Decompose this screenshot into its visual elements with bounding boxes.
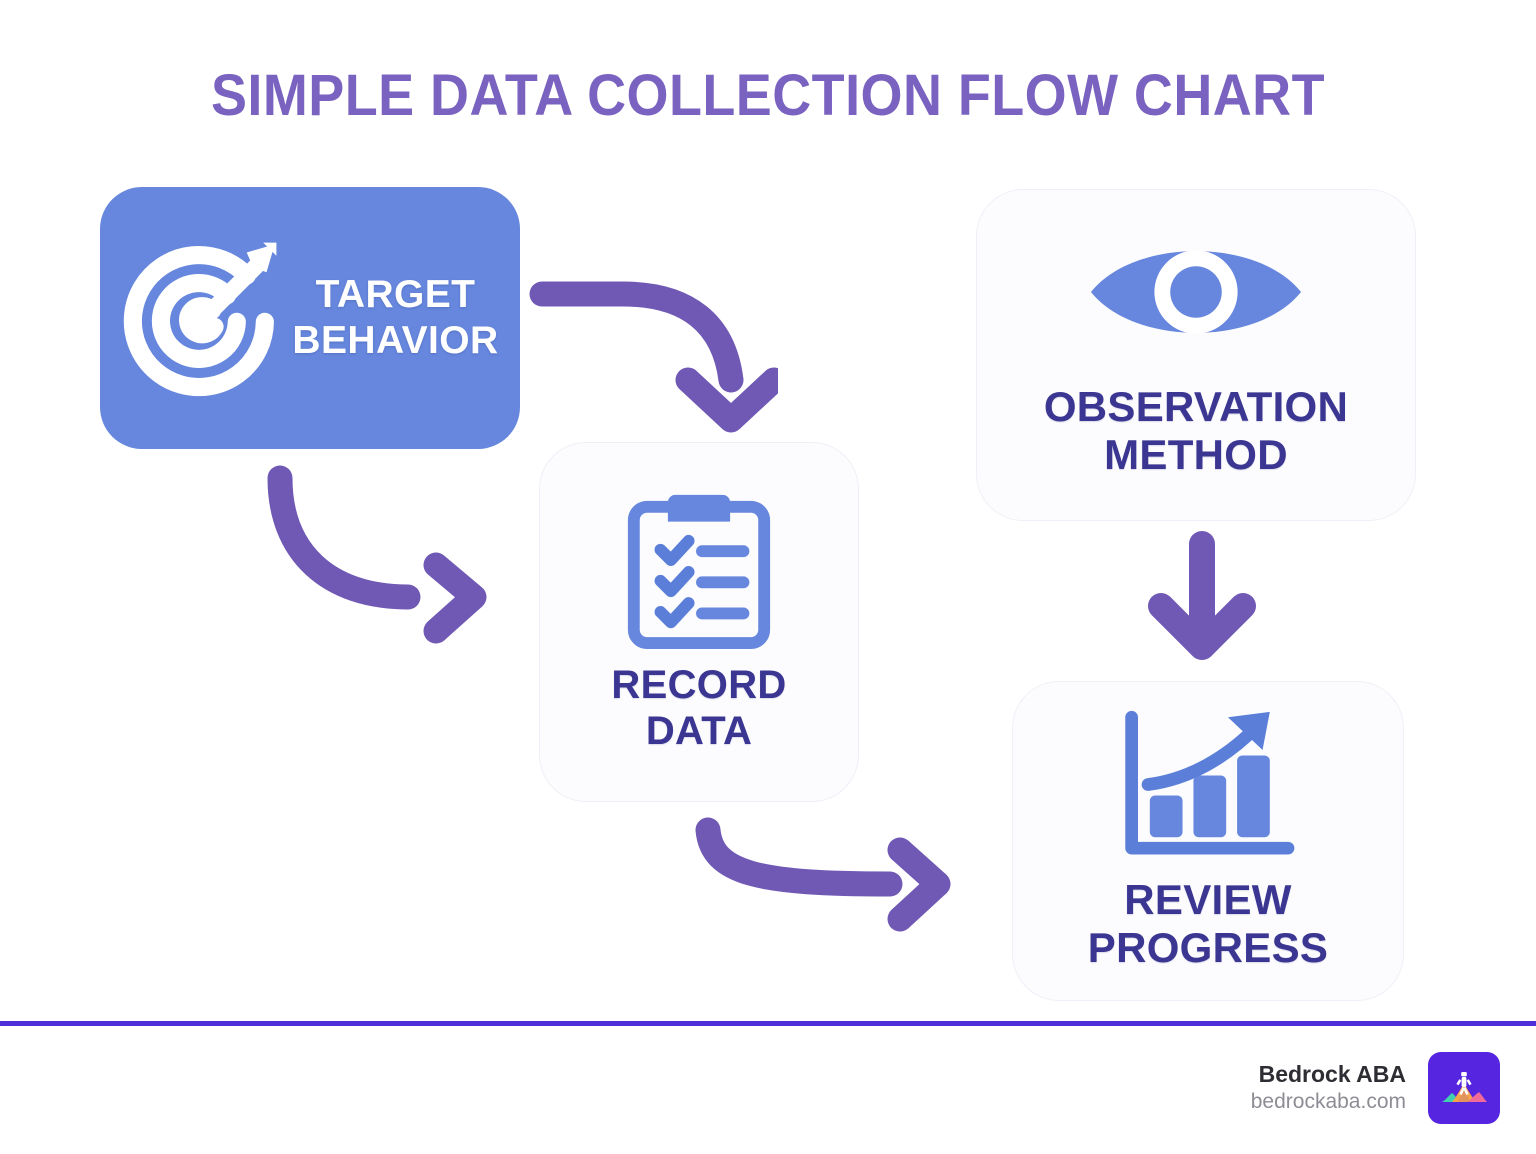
node-target-behavior-label: TARGET BEHAVIOR [292,273,499,362]
arrow-observation-to-review [1145,528,1260,668]
arrow-target-to-record [528,272,787,442]
node-review-progress-label: REVIEW PROGRESS [1087,876,1329,971]
mountain-climber-logo [1428,1052,1500,1124]
brand-url[interactable]: bedrockaba.com [1250,1090,1406,1114]
node-record-data[interactable]: RECORD DATA [540,443,858,801]
arrow-record-to-review [690,812,965,942]
footer-divider [0,1021,1536,1026]
brand-text-block: Bedrock ABA bedrockaba.com [1251,1060,1406,1116]
node-target-behavior[interactable]: TARGET BEHAVIOR [100,187,520,449]
page-title: SIMPLE DATA COLLECTION FLOW CHART [210,63,1325,128]
clipboard-checklist-icon [624,489,774,650]
bar-chart-growth-icon [1113,710,1303,870]
eye-icon [1087,231,1305,353]
footer-branding: Bedrock ABA bedrockaba.com [1251,1052,1500,1124]
node-record-data-label: RECORD DATA [611,663,787,753]
arrow-target-down-to-record [258,462,508,652]
target-arrow-icon [118,236,283,401]
brand-name: Bedrock ABA [1258,1060,1406,1087]
node-observation-method[interactable]: OBSERVATION METHOD [977,190,1415,520]
node-observation-method-label: OBSERVATION METHOD [1043,383,1349,478]
node-review-progress[interactable]: REVIEW PROGRESS [1013,682,1403,1000]
